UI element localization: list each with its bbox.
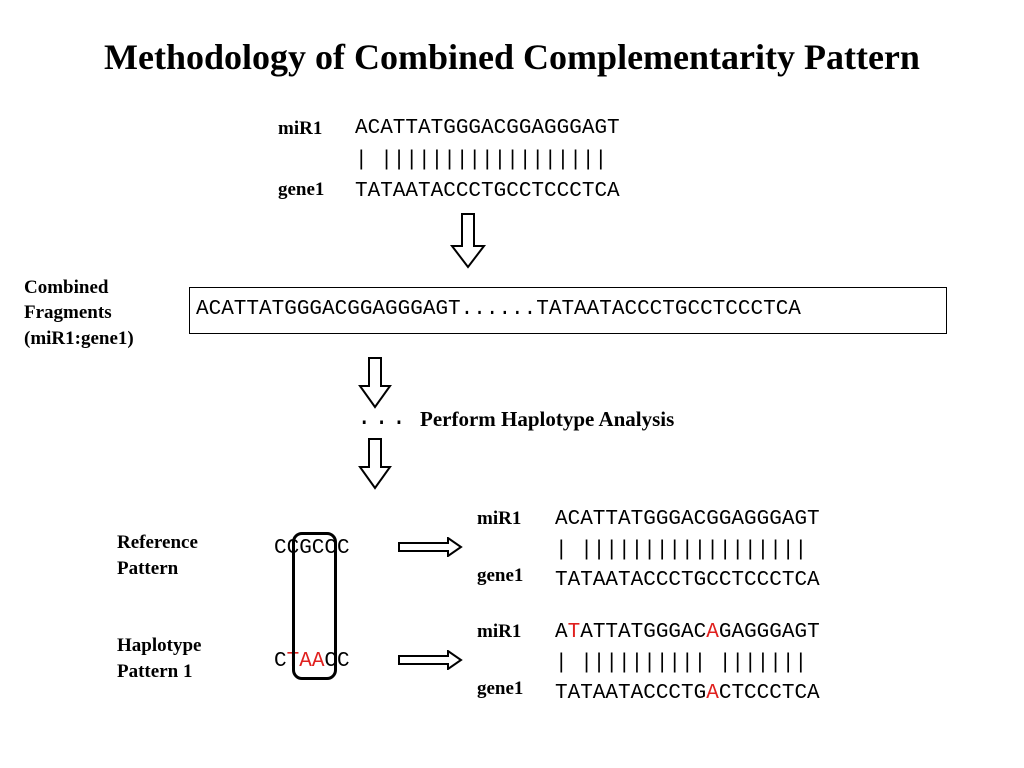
haplotype-mir-label: miR1: [477, 621, 522, 642]
combined-sequence: ACATTATGGGACGGAGGGAGT......TATAATACCCTGC…: [196, 298, 801, 321]
haplotype-label-line1: Haplotype: [117, 635, 202, 656]
haplotype-label-line2: Pattern 1: [117, 661, 193, 682]
haplotype-pattern-variant: TAA: [286, 650, 325, 673]
mutation-base: A: [706, 682, 719, 705]
combined-label-line1: Combined: [24, 277, 109, 298]
haplotype-gene-label: gene1: [477, 678, 524, 699]
reference-label-line1: Reference: [117, 532, 198, 553]
sequence-part: ATTATGGGAC: [580, 621, 707, 644]
reference-label-line2: Pattern: [117, 558, 179, 579]
haplotype-gene-sequence: TATAATACCCTGACTCCCTCA: [555, 681, 820, 707]
reference-gene-label: gene1: [477, 565, 524, 586]
right-arrow-icon: [398, 537, 463, 557]
sequence-part: A: [555, 621, 568, 644]
sequence-part: GAGGGAGT: [718, 621, 820, 644]
variant-highlight-box: [292, 532, 337, 680]
top-gene-sequence: TATAATACCCTGCCTCCCTCA: [355, 180, 620, 203]
top-pairing-bars: | ||||||||||||||||||: [355, 149, 608, 172]
reference-gene-sequence: TATAATACCCTGCCTCCCTCA: [555, 569, 820, 592]
reference-mir-sequence: ACATTATGGGACGGAGGGAGT: [555, 508, 820, 531]
right-arrow-icon: [398, 650, 463, 670]
down-arrow-icon: [449, 213, 487, 269]
page-title: Methodology of Combined Complementarity …: [104, 37, 920, 77]
sequence-part: CTCCCTCA: [718, 682, 820, 705]
haplotype-pattern-part: CC: [324, 650, 350, 673]
analysis-label: Perform Haplotype Analysis: [420, 407, 675, 431]
sequence-part: TATAATACCCTG: [555, 682, 707, 705]
top-gene-label: gene1: [278, 179, 325, 200]
combined-label-line3: (miR1:gene1): [24, 328, 134, 349]
combined-fragment-box: [189, 287, 947, 334]
top-mir-sequence: ACATTATGGGACGGAGGGAGT: [355, 117, 620, 140]
haplotype-mir-sequence: ATATTATGGGACAGAGGGAGT: [555, 620, 820, 646]
combined-label-line2: Fragments: [24, 302, 112, 323]
down-arrow-icon: [358, 357, 392, 409]
haplotype-pairing-bars: | |||||||||| |||||||: [555, 652, 808, 675]
top-mir-label: miR1: [278, 118, 323, 139]
reference-mir-label: miR1: [477, 508, 522, 529]
haplotype-pattern: CTAACC: [274, 649, 350, 675]
mutation-base: A: [706, 621, 719, 644]
reference-pairing-bars: | ||||||||||||||||||: [555, 539, 808, 562]
ellipsis-dots: ...: [357, 405, 410, 432]
down-arrow-icon: [358, 438, 392, 490]
mutation-base: T: [567, 621, 581, 644]
haplotype-pattern-part: C: [274, 650, 287, 673]
